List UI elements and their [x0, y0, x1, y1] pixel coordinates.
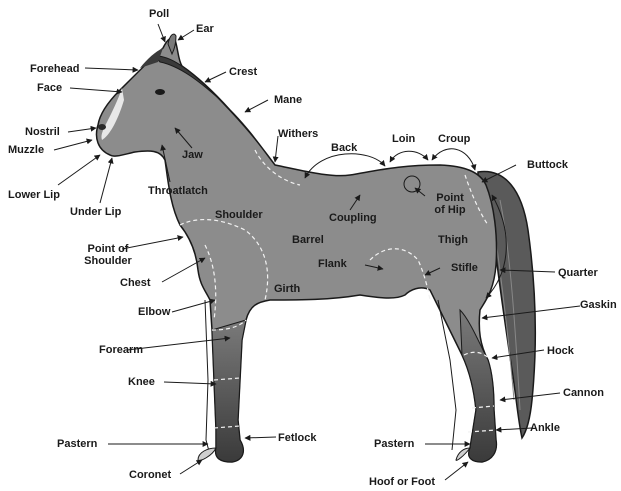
label-gaskin: Gaskin: [580, 299, 617, 311]
label-point-of-shoulder-line2: Shoulder: [80, 255, 136, 267]
label-forehead: Forehead: [30, 63, 80, 75]
label-muzzle: Muzzle: [8, 144, 44, 156]
label-knee: Knee: [128, 376, 155, 388]
label-forearm: Forearm: [99, 344, 143, 356]
label-barrel: Barrel: [292, 234, 324, 246]
label-quarter: Quarter: [558, 267, 598, 279]
label-chest: Chest: [120, 277, 151, 289]
label-buttock: Buttock: [527, 159, 568, 171]
label-croup: Croup: [438, 133, 470, 145]
label-withers: Withers: [278, 128, 318, 140]
label-hock: Hock: [547, 345, 574, 357]
label-fetlock: Fetlock: [278, 432, 317, 444]
label-point-of-hip: Point of Hip: [429, 192, 471, 216]
label-crest: Crest: [229, 66, 257, 78]
label-shoulder: Shoulder: [215, 209, 263, 221]
label-girth: Girth: [274, 283, 300, 295]
label-jaw: Jaw: [182, 149, 203, 161]
label-point-of-hip-line1: Point: [429, 192, 471, 204]
label-elbow: Elbow: [138, 306, 170, 318]
label-poll: Poll: [149, 8, 169, 20]
label-coronet: Coronet: [129, 469, 171, 481]
label-hoof-or-foot: Hoof or Foot: [369, 476, 435, 488]
label-loin: Loin: [392, 133, 415, 145]
label-stifle: Stifle: [451, 262, 478, 274]
label-cannon: Cannon: [563, 387, 604, 399]
label-pastern-front: Pastern: [57, 438, 97, 450]
label-flank: Flank: [318, 258, 347, 270]
label-lower-lip: Lower Lip: [8, 189, 60, 201]
label-point-of-hip-line2: of Hip: [429, 204, 471, 216]
label-back: Back: [331, 142, 357, 154]
label-point-of-shoulder: Point of Shoulder: [80, 243, 136, 267]
label-throatlatch: Throatlatch: [148, 185, 208, 197]
label-mane: Mane: [274, 94, 302, 106]
label-point-of-shoulder-line1: Point of: [80, 243, 136, 255]
label-ankle: Ankle: [530, 422, 560, 434]
label-pastern-rear: Pastern: [374, 438, 414, 450]
label-face: Face: [37, 82, 62, 94]
label-thigh: Thigh: [438, 234, 468, 246]
label-ear: Ear: [196, 23, 214, 35]
label-nostril: Nostril: [25, 126, 60, 138]
label-under-lip: Under Lip: [70, 206, 121, 218]
label-coupling: Coupling: [329, 212, 377, 224]
